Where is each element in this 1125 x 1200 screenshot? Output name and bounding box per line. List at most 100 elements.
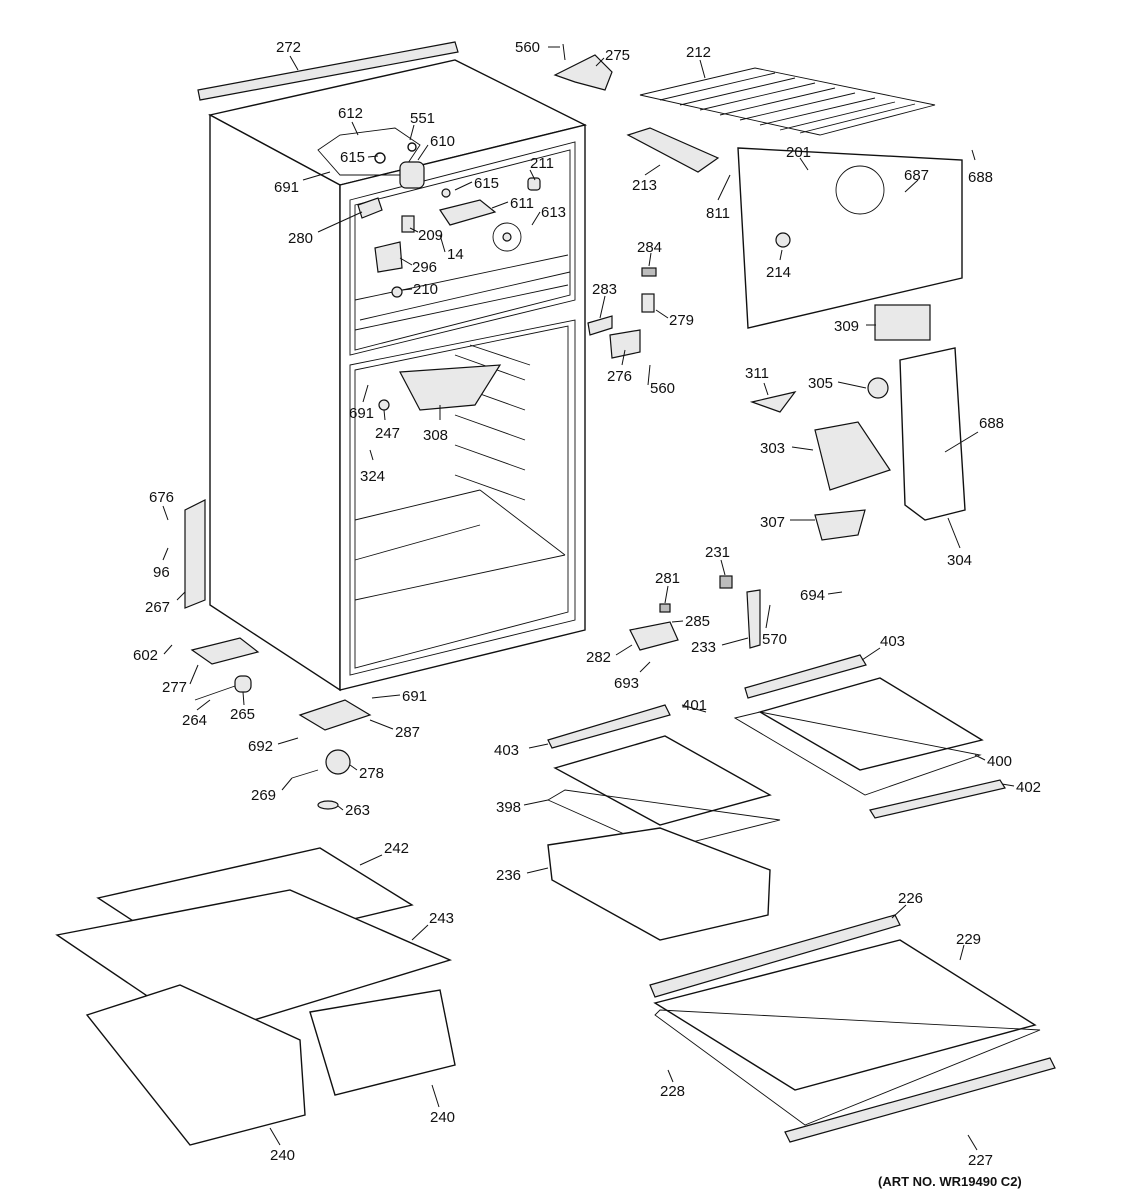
part-label-613: 613 xyxy=(541,204,566,221)
mounting-plate xyxy=(587,315,613,336)
part-label-692: 692 xyxy=(248,738,273,755)
part-label-236: 236 xyxy=(496,867,521,884)
shelf-support-pin xyxy=(641,293,655,313)
slide-holder xyxy=(814,509,866,541)
part-label-560: 560 xyxy=(515,39,540,56)
part-label-611: 611 xyxy=(510,195,534,212)
part-label-214: 214 xyxy=(766,264,791,281)
part-label-281: 281 xyxy=(655,570,680,587)
shelf-support-clip xyxy=(641,267,657,277)
part-label-201: 201 xyxy=(786,144,811,161)
part-label-226: 226 xyxy=(898,890,923,907)
humidity-slide xyxy=(814,421,891,491)
part-label-243: 243 xyxy=(429,910,454,927)
part-label-269: 269 xyxy=(251,787,276,804)
part-label-560: 560 xyxy=(650,380,675,397)
part-label-14: 14 xyxy=(447,246,464,263)
shelf-glass-left xyxy=(553,735,772,826)
shelf-trim-lower-rear xyxy=(649,914,901,998)
part-label-691: 691 xyxy=(349,405,374,422)
top-trim-strip xyxy=(197,41,459,101)
part-label-275: 275 xyxy=(605,47,630,64)
part-label-309: 309 xyxy=(834,318,859,335)
door-bracket-cap xyxy=(659,603,671,613)
part-label-308: 308 xyxy=(423,427,448,444)
vegetable-drawer-left xyxy=(85,984,306,1146)
leveling-wheel xyxy=(325,749,351,775)
part-label-285: 285 xyxy=(685,613,710,630)
part-label-276: 276 xyxy=(607,368,632,385)
part-label-610: 610 xyxy=(430,133,455,150)
part-label-229: 229 xyxy=(956,931,981,948)
part-label-570: 570 xyxy=(762,631,787,648)
part-label-211: 211 xyxy=(530,155,554,172)
part-label-280: 280 xyxy=(288,230,313,247)
part-label-403: 403 xyxy=(880,633,905,650)
part-label-242: 242 xyxy=(384,840,409,857)
shelf-frame-right xyxy=(733,711,982,796)
part-labels: 272 560 275 212 612 551 615 610 691 211 … xyxy=(133,39,1041,1189)
part-label-693: 693 xyxy=(614,675,639,692)
part-label-283: 283 xyxy=(592,281,617,298)
part-label-265: 265 xyxy=(230,706,255,723)
part-label-398: 398 xyxy=(496,799,521,816)
evaporator-cover xyxy=(737,147,963,329)
part-label-240: 240 xyxy=(430,1109,455,1126)
part-label-691: 691 xyxy=(274,179,299,196)
part-label-264: 264 xyxy=(182,712,207,729)
freezer-wire-shelf xyxy=(639,67,936,136)
shelf-trim-front-left xyxy=(547,704,671,749)
part-label-303: 303 xyxy=(760,440,785,457)
part-label-247: 247 xyxy=(375,425,400,442)
bottom-plate xyxy=(298,699,372,731)
side-bracket xyxy=(184,499,206,609)
part-label-304: 304 xyxy=(947,552,972,569)
part-label-272: 272 xyxy=(276,39,301,56)
cover-knob xyxy=(775,232,791,248)
part-label-324: 324 xyxy=(360,468,385,485)
part-label-688: 688 xyxy=(979,415,1004,432)
part-label-240: 240 xyxy=(270,1147,295,1164)
part-label-402: 402 xyxy=(1016,779,1041,796)
part-label-296: 296 xyxy=(412,259,437,276)
part-label-209: 209 xyxy=(418,227,443,244)
part-label-307: 307 xyxy=(760,514,785,531)
door-stop-bracket xyxy=(609,329,641,359)
part-label-284: 284 xyxy=(637,239,662,256)
shelf-rail xyxy=(746,589,761,649)
ice-tray xyxy=(626,127,720,173)
part-label-279: 279 xyxy=(669,312,694,329)
part-label-551: 551 xyxy=(410,110,435,127)
part-label-231: 231 xyxy=(705,544,730,561)
part-label-688: 688 xyxy=(968,169,993,186)
leveling-leg xyxy=(317,800,339,810)
part-label-277: 277 xyxy=(162,679,187,696)
rail-clip xyxy=(719,575,733,589)
part-label-96: 96 xyxy=(153,564,170,581)
crisper-drawer xyxy=(547,827,771,941)
refrigerator-cabinet xyxy=(208,59,588,692)
vegetable-drawer-right xyxy=(309,989,456,1096)
part-label-305: 305 xyxy=(808,375,833,392)
part-label-691: 691 xyxy=(402,688,427,705)
part-label-282: 282 xyxy=(586,649,611,666)
control-components xyxy=(317,127,541,411)
part-label-811: 811 xyxy=(706,205,730,222)
part-label-267: 267 xyxy=(145,599,170,616)
part-label-311: 311 xyxy=(745,365,769,382)
label-plate xyxy=(874,304,931,341)
damper-flap xyxy=(749,391,797,413)
top-hinge xyxy=(553,54,613,91)
part-label-615: 615 xyxy=(474,175,499,192)
shelf-trim-front-upper xyxy=(744,654,867,699)
part-label-287: 287 xyxy=(395,724,420,741)
crisper-cover-bracket xyxy=(899,347,966,521)
part-label-612: 612 xyxy=(338,105,363,122)
leader-lines xyxy=(162,46,1015,1151)
shelf-trim-lower-front xyxy=(784,1057,1056,1143)
part-label-210: 210 xyxy=(413,281,438,298)
door-bracket xyxy=(629,621,679,651)
part-label-602: 602 xyxy=(133,647,158,664)
art-number: (ART NO. WR19490 C2) xyxy=(878,1174,1022,1189)
shelf-frame-lower xyxy=(654,1009,1041,1126)
